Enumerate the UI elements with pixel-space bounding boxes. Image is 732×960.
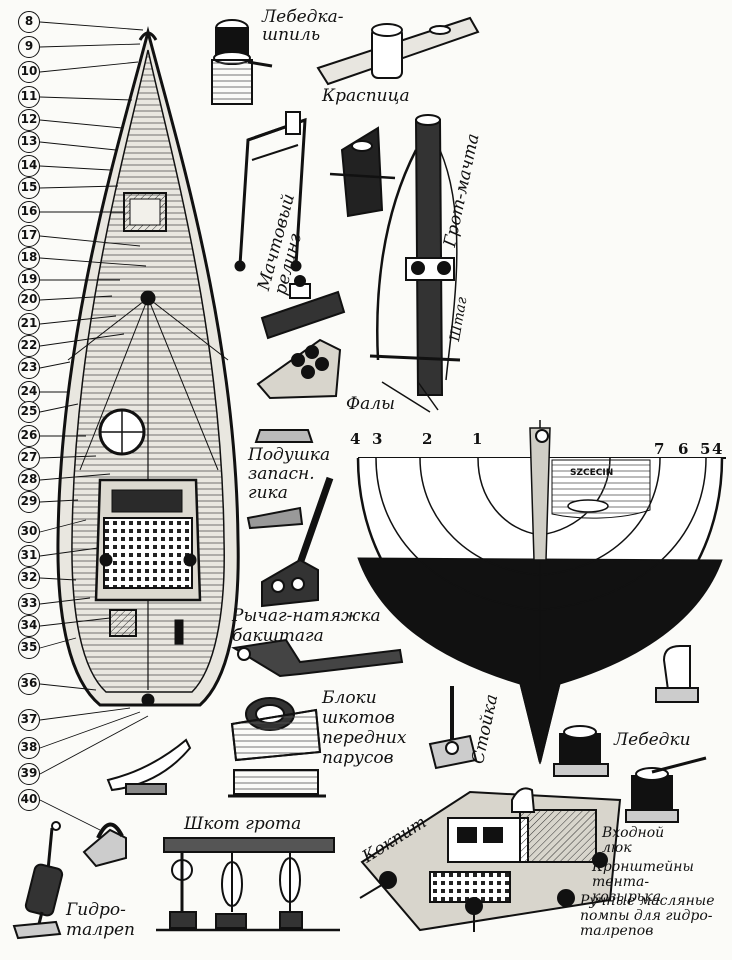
callout-number: 35 [18, 637, 40, 659]
section-number: 4 [350, 430, 361, 448]
hydrotalrep-illustration [12, 821, 64, 940]
callout-number: 11 [18, 86, 40, 108]
callout-number: 37 [18, 709, 40, 731]
mainsheet-illustration [156, 837, 340, 932]
section-number: 6 [678, 440, 689, 458]
track-slider-illustration [260, 275, 346, 340]
hull-plate-text: SZCECIN [570, 468, 614, 478]
label-lebedki: Лебедки [614, 730, 691, 750]
callout-number: 10 [18, 61, 40, 83]
callout-number: 18 [18, 247, 40, 269]
callout-number: 15 [18, 177, 40, 199]
callout-number: 19 [18, 269, 40, 291]
callout-number: 29 [18, 491, 40, 513]
callout-number: 13 [18, 131, 40, 153]
section-number: 7 [654, 440, 665, 458]
callout-number: 25 [18, 401, 40, 423]
callout-number: 22 [18, 335, 40, 357]
section-number: 2 [422, 430, 433, 448]
sheave-block-illustration [256, 338, 342, 400]
callout-number: 23 [18, 357, 40, 379]
label-hand-pumps: Ручные масляные помпы для гидро-талрепов [580, 893, 715, 939]
section-number: 3 [372, 430, 383, 448]
callout-number: 40 [18, 789, 40, 811]
label-jib-sheet-blocks: Блоки шкотов передних парусов [322, 688, 407, 768]
callout-number: 12 [18, 109, 40, 131]
callout-number: 28 [18, 469, 40, 491]
jib-sheet-blocks-illustration [228, 697, 326, 798]
callout-number: 31 [18, 545, 40, 567]
deck-plan [56, 26, 240, 707]
boom-pad-illustration [254, 429, 314, 443]
label-hydrotalrep: Гидро-талреп [66, 900, 135, 940]
label-backstay-lever: Рычаг-натяжка бакштага [232, 606, 381, 646]
callout-number: 26 [18, 425, 40, 447]
callout-number: 17 [18, 225, 40, 247]
callout-number: 32 [18, 567, 40, 589]
winch-capstan-illustration [211, 19, 273, 105]
label-mainsheet: Шкот грота [184, 814, 302, 834]
hull-cross-section [356, 420, 726, 765]
callout-number: 9 [18, 36, 40, 58]
section-number: 5 [700, 440, 711, 458]
callout-number: 34 [18, 615, 40, 637]
label-hatch: Входной люк [602, 825, 665, 856]
label-boom-pad: Подушка запасн. гика [248, 445, 331, 503]
callout-number: 20 [18, 289, 40, 311]
main-mast-illustration [369, 114, 461, 413]
stanchion-illustration [428, 686, 478, 770]
callout-number: 33 [18, 593, 40, 615]
callout-number: 16 [18, 201, 40, 223]
label-awning-brackets: Кронштейны тента-козырька [592, 859, 694, 905]
callout-number: 27 [18, 447, 40, 469]
callout-number: 24 [18, 381, 40, 403]
mast-railing-illustration [234, 111, 307, 272]
cockpit-illustration [359, 787, 622, 932]
section-number: 4 [712, 440, 723, 458]
callout-number: 8 [18, 11, 40, 33]
callout-number: 39 [18, 763, 40, 785]
mast-fitting-illustration [329, 126, 396, 218]
callout-number: 14 [18, 155, 40, 177]
callout-number: 38 [18, 737, 40, 759]
kraspitsa-illustration [316, 16, 480, 86]
section-number: 1 [472, 430, 483, 448]
label-winch-capstan: Лебедка-шпиль [262, 7, 344, 45]
callout-number: 21 [18, 313, 40, 335]
winches-illustration [553, 645, 707, 823]
callout-number: 36 [18, 673, 40, 695]
pad-eye-illustration [82, 822, 127, 868]
lever-mount-illustration [246, 476, 334, 608]
label-kraspitsa: Краспица [322, 86, 410, 106]
callout-leaders [39, 21, 149, 831]
callout-number: 30 [18, 521, 40, 543]
label-faly: Фалы [346, 394, 395, 414]
cleat-illustration [106, 738, 192, 795]
backstay-lever-illustration [231, 638, 404, 678]
